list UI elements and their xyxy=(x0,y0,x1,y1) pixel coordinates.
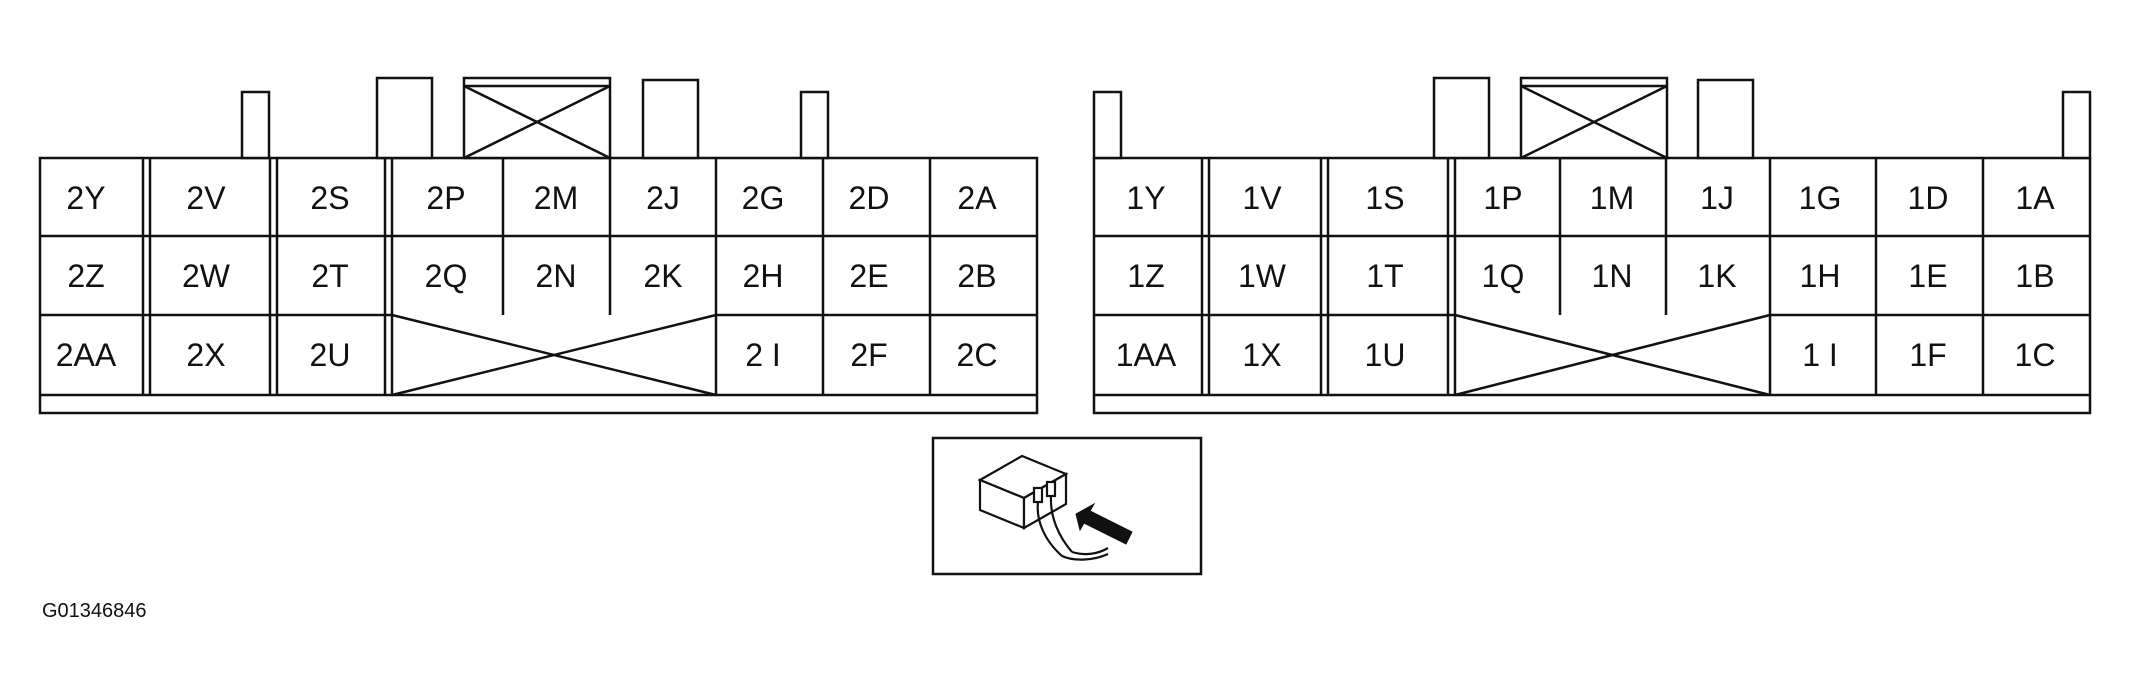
connector-2-key xyxy=(799,90,830,160)
pointer-arrow-icon xyxy=(1075,502,1133,545)
pin-label: 2G xyxy=(742,180,785,216)
pin-label: 2B xyxy=(957,258,996,294)
pin-label: 1E xyxy=(1908,258,1947,294)
pin-label: 1A xyxy=(2015,180,2055,216)
pin-label: 1Z xyxy=(1127,258,1164,294)
pin-label: 2AA xyxy=(56,337,117,373)
pin-label: 2M xyxy=(534,180,578,216)
pin-label: 1AA xyxy=(1116,337,1177,373)
pin-label: 2N xyxy=(536,258,577,294)
pin-label: 1K xyxy=(1697,258,1736,294)
pin-label: 1P xyxy=(1483,180,1522,216)
pin-label: 1 I xyxy=(1802,337,1838,373)
pin-label: 2W xyxy=(182,258,231,294)
connector-2-key xyxy=(375,76,434,160)
pin-label: 1F xyxy=(1909,337,1946,373)
pin-label: 1N xyxy=(1592,258,1633,294)
pin-label: 2J xyxy=(646,180,680,216)
connector-2-lock-tab xyxy=(462,76,612,160)
pin-label: 2T xyxy=(311,258,348,294)
pin-label: 1U xyxy=(1365,337,1406,373)
pin-label: 1H xyxy=(1800,258,1841,294)
pin-label: 2Q xyxy=(425,258,468,294)
pin-label: 2Y xyxy=(66,180,105,216)
pin-label: 1T xyxy=(1366,258,1403,294)
connector-1-key xyxy=(1092,90,1123,160)
pin-label: 1D xyxy=(1908,180,1949,216)
pin-label: 2E xyxy=(849,258,888,294)
connector-1 xyxy=(1092,76,2092,415)
connector-2 xyxy=(38,76,1039,415)
pin-label: 2X xyxy=(186,337,225,373)
pin-label: 1S xyxy=(1365,180,1404,216)
pin-label: 2S xyxy=(310,180,349,216)
pin-label: 1Y xyxy=(1126,180,1165,216)
connector-2-key xyxy=(240,90,271,160)
connector-harness-side-icon xyxy=(977,454,1109,561)
connector-1-key xyxy=(1432,76,1491,160)
connector-1-key xyxy=(2061,90,2092,160)
pin-label: 1G xyxy=(1799,180,1842,216)
view-direction-inset xyxy=(931,436,1203,576)
pin-label: 1W xyxy=(1238,258,1287,294)
inset-frame xyxy=(931,436,1203,576)
pin-label: 1J xyxy=(1700,180,1734,216)
connector-2-labels: 2Y 2V 2S 2P 2M 2J 2G 2D 2A 2Z 2W 2T 2Q 2N 2K 2H 2E 2B 2AA 2… xyxy=(56,180,998,373)
pin-label: 2C xyxy=(957,337,998,373)
pin-label: 2A xyxy=(957,180,997,216)
connector-2-key xyxy=(641,78,700,160)
pin-label: 2 I xyxy=(745,337,781,373)
pin-label: 1C xyxy=(2015,337,2056,373)
pin-label: 1M xyxy=(1590,180,1634,216)
pin-label: 1B xyxy=(2015,258,2054,294)
pin-label: 2H xyxy=(743,258,784,294)
pin-label: 2P xyxy=(426,180,465,216)
pin-label: 1Q xyxy=(1482,258,1525,294)
pin-label: 2U xyxy=(310,337,351,373)
figure-code: G01346846 xyxy=(42,600,147,622)
connector-1-key xyxy=(1696,78,1755,160)
pin-label: 1X xyxy=(1242,337,1281,373)
connector-1-labels: 1Y 1V 1S 1P 1M 1J 1G 1D 1A 1Z 1W 1T 1Q 1N 1K 1H 1E 1B 1AA 1… xyxy=(1116,180,2056,373)
pin-label: 2V xyxy=(186,180,226,216)
pin-label: 2D xyxy=(849,180,890,216)
pin-label: 1V xyxy=(1242,180,1282,216)
pin-label: 2F xyxy=(850,337,887,373)
pin-label: 2K xyxy=(643,258,682,294)
pin-label: 2Z xyxy=(67,258,104,294)
